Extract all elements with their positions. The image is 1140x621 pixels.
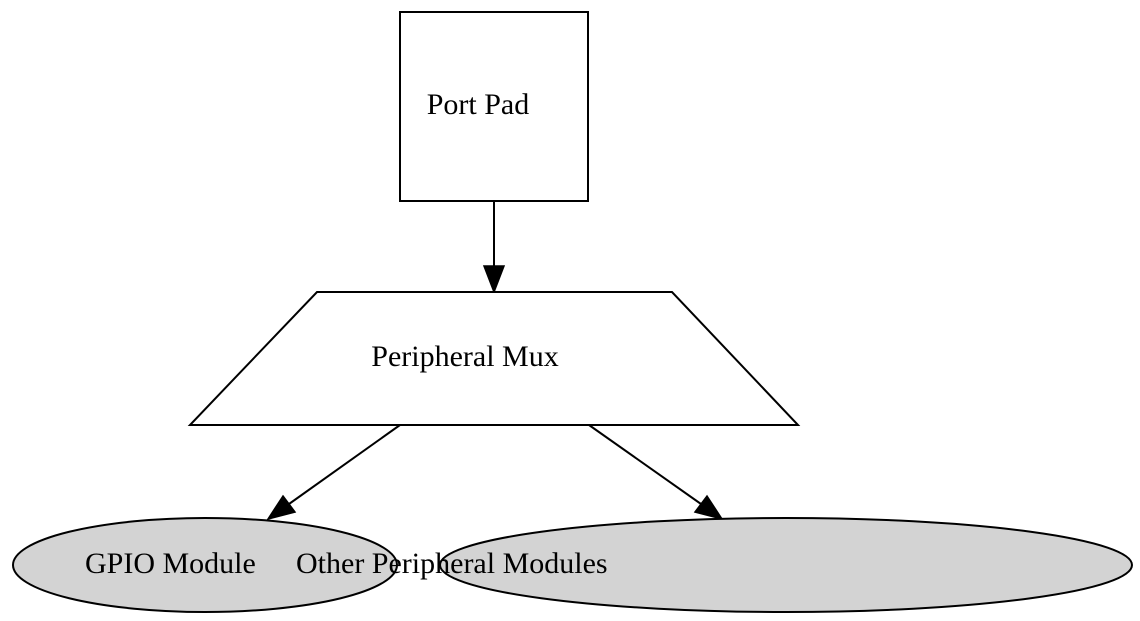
node-gpio-module[interactable] xyxy=(12,517,398,613)
other-modules-label: Other Peripheral Modules xyxy=(296,547,608,580)
peripheral-mux-label: Peripheral Mux xyxy=(371,340,558,373)
gpio-module-label: GPIO Module xyxy=(85,547,256,580)
arrowhead xyxy=(693,494,724,521)
node-port-pad[interactable]: Port Pad xyxy=(399,11,589,202)
node-other-peripheral-modules[interactable] xyxy=(439,517,1133,613)
edge-mux-to-gpio-module xyxy=(266,424,401,521)
arrowhead xyxy=(266,494,297,521)
port-pad-box xyxy=(399,11,589,202)
port-pad-label: Port Pad xyxy=(427,88,530,121)
other-modules-ellipse xyxy=(439,517,1133,613)
edge-mux-to-other-modules xyxy=(588,424,724,521)
edge-port-pad-to-mux xyxy=(482,201,506,295)
gpio-module-ellipse xyxy=(12,517,398,613)
peripheral-mux-trapezium xyxy=(187,291,801,426)
node-peripheral-mux[interactable]: Peripheral Mux xyxy=(187,291,801,426)
arrowhead xyxy=(482,265,506,295)
